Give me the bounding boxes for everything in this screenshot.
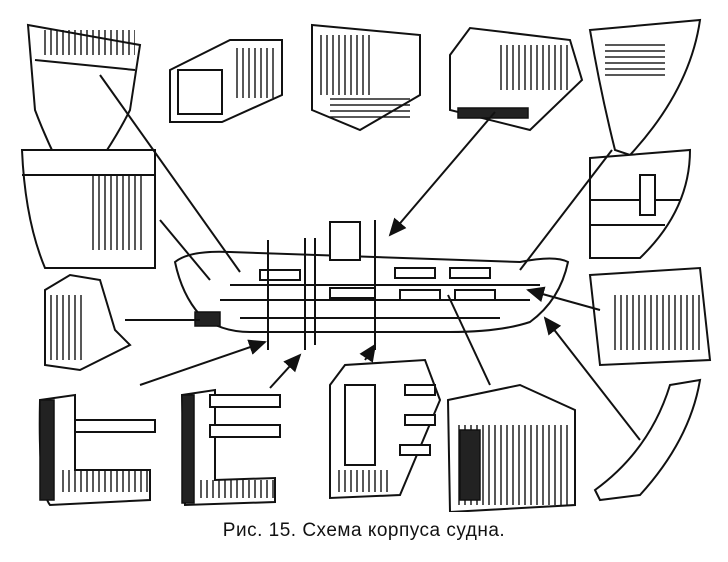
midship-section-2 (180, 388, 281, 507)
double-bottom-section (446, 383, 576, 512)
fore-frame-section (588, 266, 712, 367)
ship-hull-diagram (20, 18, 712, 512)
stern-section-top-right (588, 18, 702, 157)
stem-section (593, 378, 702, 502)
ship-hull (173, 220, 570, 350)
box-section (169, 39, 283, 123)
figure-caption: Рис. 15. Схема корпуса судна. (222, 520, 506, 541)
deck-section (311, 23, 421, 132)
superstructure-section (449, 26, 584, 132)
leader-lines (99, 74, 641, 441)
sternpost-section (44, 273, 132, 372)
bulkhead-section (329, 358, 442, 500)
midship-section-1 (38, 393, 156, 507)
aft-profile-left (20, 149, 156, 269)
fore-profile-right (589, 148, 692, 259)
